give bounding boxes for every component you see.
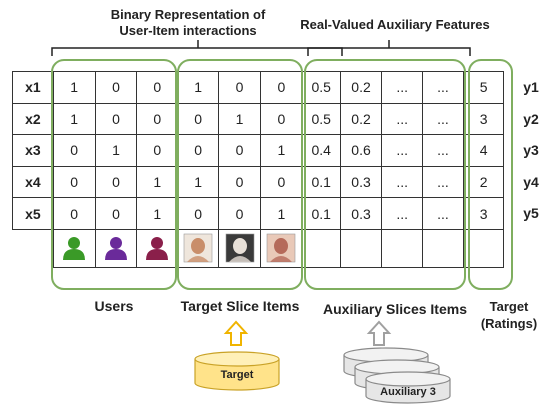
binary-header: Binary Representation of User-Item inter… [88, 7, 288, 39]
target-label: y1 [523, 79, 539, 95]
item-cell: 1 [259, 134, 303, 167]
user-cell: 0 [94, 165, 138, 199]
target-label: y3 [523, 142, 539, 159]
ratings-group [468, 59, 513, 290]
icon-cell [259, 228, 303, 268]
target-label: y2 [523, 110, 539, 127]
row-label: x1 [12, 71, 54, 104]
aux-cell: 0.1 [301, 165, 341, 199]
album-cover-icon-3 [267, 234, 296, 263]
row-label: x5 [12, 197, 54, 230]
icon-cell [136, 228, 179, 268]
user-cell: 0 [94, 102, 138, 136]
target-up-arrow-icon [223, 320, 249, 346]
target-label: y4 [523, 173, 539, 190]
item-cell: 0 [218, 197, 261, 230]
aux-brace [307, 40, 471, 56]
aux-cell: ... [381, 165, 424, 199]
user-cell: 1 [52, 102, 96, 136]
target-cylinder-label: Target [220, 369, 254, 381]
aux-cell: ... [381, 71, 424, 104]
user-icon-maroon [146, 237, 169, 261]
empty-cell [381, 228, 424, 268]
row-label: x2 [12, 102, 54, 136]
binary-brace [51, 40, 343, 56]
aux-cell: 0.6 [339, 134, 383, 167]
binary-header-line2: User-Item interactions [119, 23, 257, 38]
aux-items-group [304, 59, 466, 290]
aux-cell: ... [422, 102, 464, 136]
aux-cell: 0.5 [301, 71, 341, 104]
aux-cell: ... [422, 165, 464, 199]
user-icon-green [63, 237, 86, 261]
aux-cylinder-3-icon [365, 371, 451, 404]
aux-up-arrow-icon [366, 320, 392, 346]
icon-cell [177, 228, 220, 268]
target-items-group [177, 59, 303, 290]
item-cell: 1 [259, 197, 303, 230]
user-icon-purple [104, 237, 127, 261]
album-cover-icon-1 [183, 234, 213, 263]
aux-items-label: Auxiliary Slices Items [323, 301, 467, 317]
item-cell: 0 [177, 102, 220, 136]
icon-cell [52, 228, 96, 268]
target-label: y5 [523, 205, 539, 222]
aux-cell: 0.4 [301, 134, 341, 167]
user-cell: 0 [136, 71, 179, 104]
target-ratings-line1: Target [489, 299, 529, 314]
item-cell: 1 [177, 165, 220, 199]
target-ratings-label: Target (Ratings) [470, 298, 548, 332]
album-cover-icon-2 [225, 234, 254, 263]
user-cell: 1 [52, 71, 96, 104]
aux-cell: 0.2 [339, 71, 383, 104]
icon-cell [94, 228, 138, 268]
binary-header-line1: Binary Representation of [110, 7, 266, 22]
aux-header: Real-Valued Auxiliary Features [300, 17, 490, 32]
empty-cell [301, 228, 341, 268]
target-cylinder-icon [194, 351, 280, 391]
item-cell: 0 [218, 71, 261, 104]
aux-cell: ... [422, 197, 464, 230]
user-cell: 0 [52, 134, 96, 167]
empty-cell [339, 228, 383, 268]
aux-cell: ... [422, 134, 464, 167]
users-group [51, 59, 177, 290]
row-label: x3 [12, 134, 54, 167]
icon-cell [218, 228, 261, 268]
empty-cell [422, 228, 464, 268]
aux-cell: 0.2 [339, 102, 383, 136]
aux-cell: 0.5 [301, 102, 341, 136]
user-cell: 0 [136, 102, 179, 136]
users-label: Users [94, 298, 134, 314]
aux-cell: 0.3 [339, 165, 383, 199]
item-cell: 1 [218, 102, 261, 136]
aux-cell: 0.1 [301, 197, 341, 230]
target-items-label: Target Slice Items [180, 298, 300, 314]
aux-cylinder-label: Auxiliary 3 [380, 386, 436, 398]
target-ratings-line2: (Ratings) [480, 316, 538, 331]
